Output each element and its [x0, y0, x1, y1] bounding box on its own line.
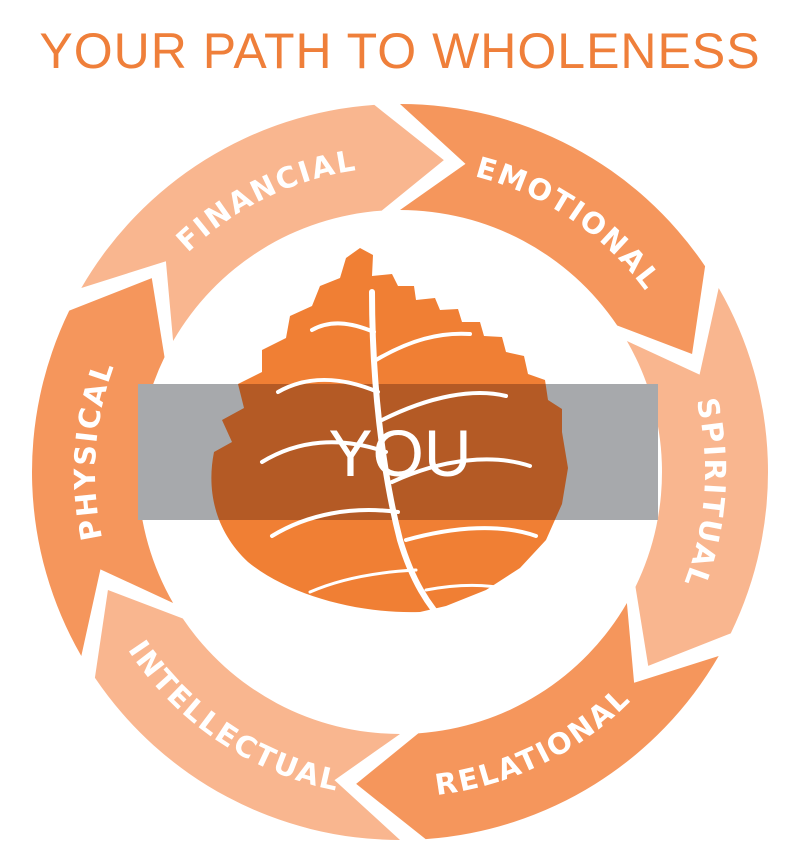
you-label: YOU	[328, 416, 471, 490]
segment-intellectual	[94, 590, 400, 840]
leaf-vein	[260, 440, 388, 464]
leaf-vein	[374, 331, 472, 362]
segment-physical	[31, 278, 174, 656]
segment-financial	[81, 104, 444, 342]
segment-emotional	[400, 103, 706, 354]
segment-spiritual	[626, 288, 769, 666]
leaf-vein	[424, 584, 514, 592]
leaf-midrib	[369, 289, 451, 629]
leaf-vein	[310, 321, 376, 334]
leaf-vein	[308, 568, 418, 594]
segment-relational	[356, 603, 719, 840]
page-title: YOUR PATH TO WHOLENESS	[39, 23, 761, 79]
leaf-veins	[260, 289, 538, 629]
leaf-vein	[380, 391, 508, 422]
leaf-vein	[404, 526, 538, 542]
leaf-vein	[276, 378, 380, 394]
leaf-vein	[390, 457, 532, 484]
leaf-vein	[270, 508, 400, 538]
